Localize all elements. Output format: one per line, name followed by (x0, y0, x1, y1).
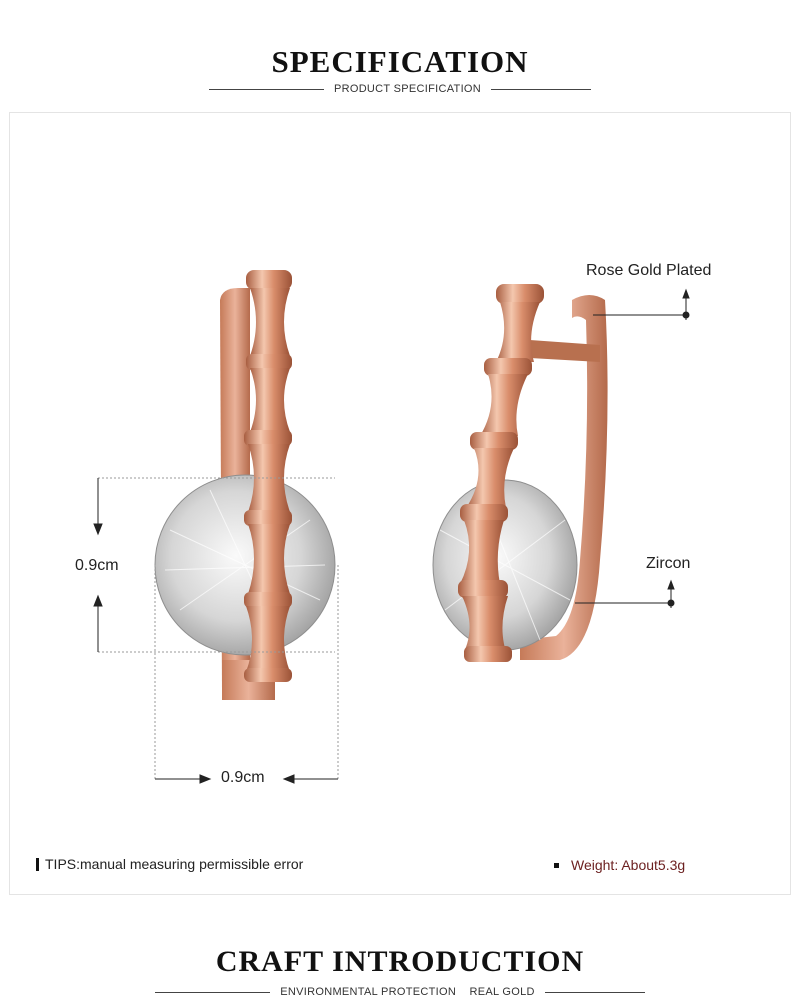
right-earring-hoop (520, 295, 608, 660)
plating-callout (593, 288, 690, 320)
zircon-label: Zircon (646, 555, 691, 572)
craft-subtitle-item: ENVIRONMENTAL PROTECTION (280, 986, 457, 998)
craft-rule-right (544, 991, 645, 993)
zircon-callout (575, 579, 675, 608)
left-stone-facets (164, 489, 326, 641)
subtitle-rule-left (208, 88, 324, 90)
right-earring-pin (530, 340, 600, 362)
tips-text: TIPS:manual measuring permissible error (45, 856, 304, 872)
weight-text: Weight: About5.3g (571, 857, 686, 873)
dimension-guides (98, 477, 339, 780)
subtitle-text: PRODUCT SPECIFICATION (333, 83, 482, 95)
page-title: SPECIFICATION (271, 44, 529, 79)
height-dimension-arrows (93, 478, 103, 652)
right-earring (432, 284, 608, 662)
height-dimension-label: 0.9cm (75, 557, 119, 574)
craft-subtitle-item: REAL GOLD (469, 986, 535, 998)
tips-bar-icon (36, 857, 39, 871)
width-dimension-label: 0.9cm (221, 769, 265, 786)
tips-note: TIPS:manual measuring permissible error (36, 856, 303, 872)
page-subtitle: PRODUCT SPECIFICATION (0, 79, 800, 99)
craft-rule-left (155, 991, 271, 993)
weight-note: Weight: About5.3g (554, 857, 685, 873)
left-earring (154, 270, 336, 700)
left-bamboo-bar (244, 270, 292, 682)
weight-bullet-icon (554, 862, 559, 868)
craft-title: CRAFT INTRODUCTION (215, 945, 585, 978)
width-dimension-arrows (155, 774, 338, 784)
right-bamboo-bar (458, 284, 544, 662)
product-panel (9, 112, 791, 895)
subtitle-rule-right (491, 88, 592, 90)
plating-label: Rose Gold Plated (586, 262, 712, 279)
craft-subtitle: ENVIRONMENTAL PROTECTION REAL GOLD (0, 982, 800, 1002)
